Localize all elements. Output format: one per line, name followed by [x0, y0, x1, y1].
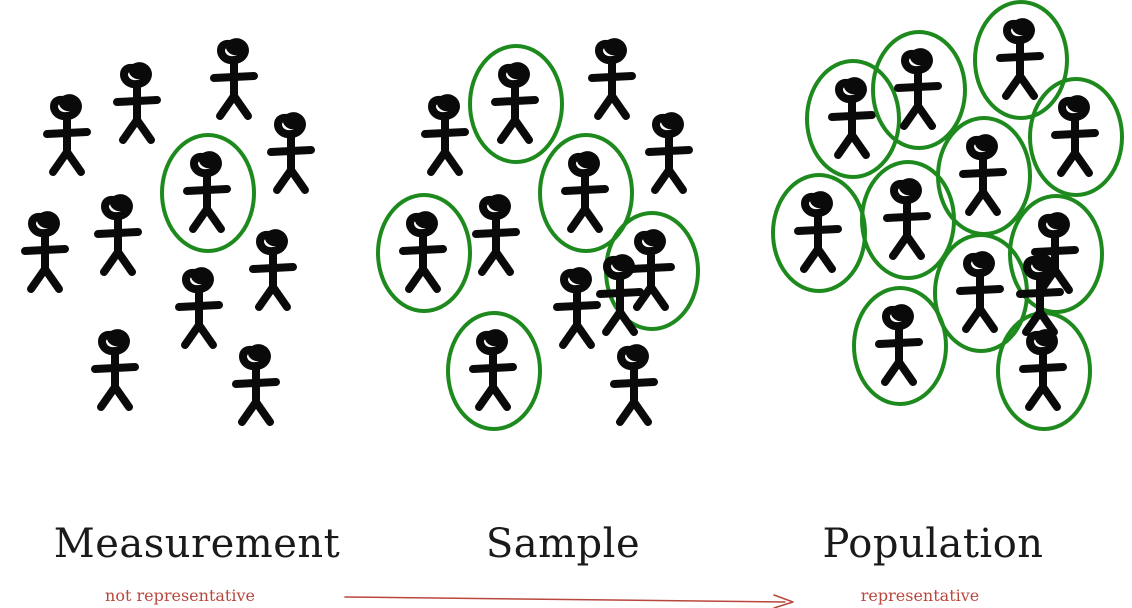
stick-figure-icon [956, 251, 1004, 333]
not-representative-label: not representative [105, 586, 255, 605]
sample-panel [376, 38, 700, 431]
stick-figure-icon [472, 194, 520, 276]
stick-figure-icon [1016, 254, 1064, 336]
stick-figure-icon [469, 329, 517, 411]
stick-figure-icon [894, 48, 942, 130]
stick-figure-icon [183, 151, 231, 233]
stick-figure-icon [561, 151, 609, 233]
selection-circle-icon [468, 44, 564, 164]
representative-label: representative [860, 586, 980, 605]
population-label: Population [822, 521, 1044, 567]
stick-figure-icon [828, 77, 876, 159]
representativeness-arrow [344, 594, 794, 608]
stick-figure-icon [553, 267, 601, 349]
population-panel [771, 0, 1124, 431]
stick-figure-icon [43, 94, 91, 176]
selection-circle-icon [538, 133, 634, 253]
selection-circle-icon [446, 311, 542, 431]
stick-figure-icon [883, 178, 931, 260]
stick-figure-icon [232, 344, 280, 426]
stick-figure-icon [21, 211, 69, 293]
stick-figure-icon [175, 267, 223, 349]
sample-label: Sample [485, 521, 641, 567]
arrow-right-icon [773, 594, 794, 608]
stick-figure-icon [794, 191, 842, 273]
stick-figure-icon [1051, 95, 1099, 177]
stick-figure-icon [588, 38, 636, 120]
stick-figure-icon [1031, 212, 1079, 294]
selection-circle-icon [1028, 77, 1124, 197]
selection-circle-icon [860, 160, 956, 280]
selection-circle-icon [973, 0, 1069, 120]
stick-figure-icon [113, 62, 161, 144]
measurement-panel [21, 38, 315, 426]
stick-figure-icon [627, 229, 675, 311]
selection-circle-icon [376, 193, 472, 313]
selection-circle-icon [852, 286, 948, 406]
stick-figure-icon [94, 194, 142, 276]
stick-figure-icon [210, 38, 258, 120]
selection-circle-icon [1008, 194, 1104, 314]
stick-figure-icon [249, 229, 297, 311]
stick-figure-icon [421, 94, 469, 176]
stick-figure-icon [610, 344, 658, 426]
stick-figure-icon [875, 304, 923, 386]
stick-figure-icon [491, 62, 539, 144]
stick-figure-icon [959, 134, 1007, 216]
stick-figure-icon [996, 18, 1044, 100]
arrow-line [344, 596, 786, 603]
selection-circle-icon [871, 30, 967, 150]
stick-figure-icon [645, 112, 693, 194]
stick-figure-icon [399, 211, 447, 293]
stick-figure-icon [91, 329, 139, 411]
measurement-label: Measurement [53, 521, 341, 567]
stick-figure-icon [596, 254, 644, 336]
stick-figure-icon [1019, 329, 1067, 411]
selection-circle-icon [160, 133, 256, 253]
selection-circle-icon [805, 59, 901, 179]
stick-figure-icon [267, 112, 315, 194]
